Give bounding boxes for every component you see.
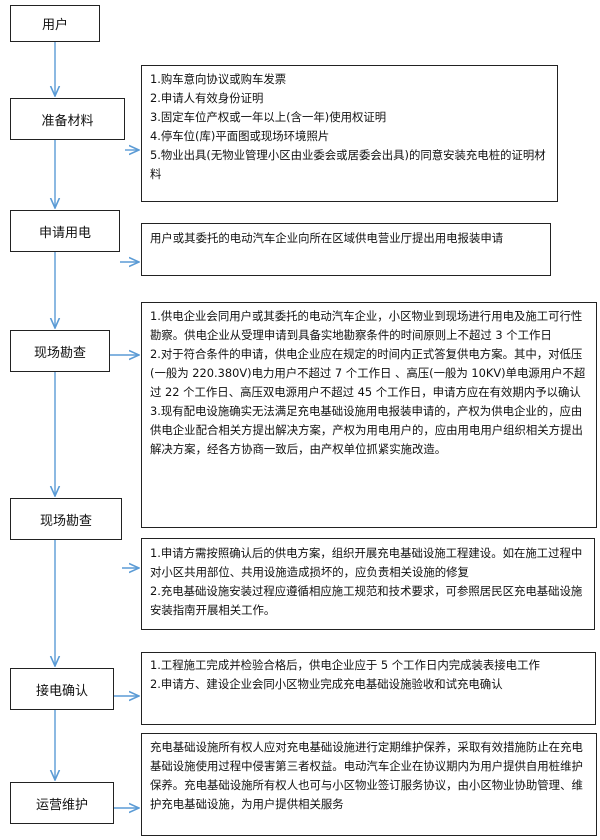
detail-site-survey-2: 1.申请方需按照确认后的供电方案，组织开展充电基础设施工程建设。如在施工过程中对… <box>141 538 595 630</box>
step-survey2-label: 现场勘查 <box>39 513 92 529</box>
step-connect-confirm: 接电确认 <box>10 668 114 710</box>
step-user: 用户 <box>10 5 100 42</box>
detail-site-survey-1: 1.供电企业会同用户或其委托的电动汽车企业，小区物业到现场进行用电及施工可行性勘… <box>141 302 597 528</box>
detail-item: 1.申请方需按照确认后的供电方案，组织开展充电基础设施工程建设。如在施工过程中对… <box>150 546 583 579</box>
detail-item: 3.现有配电设施确实无法满足充电基础设施用电报装申请的，产权为供电企业的，应由供… <box>150 404 583 456</box>
detail-item: 1.供电企业会同用户或其委托的电动汽车企业，小区物业到现场进行用电及施工可行性勘… <box>150 309 583 342</box>
step-site-survey-2: 现场勘查 <box>10 498 122 540</box>
detail-item: 1.工程施工完成并检验合格后，供电企业应于 5 个工作日内完成装表接电工作 <box>150 658 540 672</box>
step-prepare-materials: 准备材料 <box>10 98 125 140</box>
detail-prepare-materials: 1.购车意向协议或购车发票 2.申请人有效身份证明 3.固定车位产权或一年以上(… <box>141 65 558 202</box>
detail-item: 2.申请人有效身份证明 <box>150 91 264 105</box>
step-apply-label: 申请用电 <box>38 225 91 241</box>
detail-item: 2.申请方、建设企业会同小区物业完成充电基础设施验收和试充电确认 <box>150 677 503 691</box>
step-connect-label: 接电确认 <box>35 683 88 699</box>
step-survey1-label: 现场勘查 <box>33 345 86 361</box>
step-user-label: 用户 <box>41 18 68 33</box>
detail-item: 2.充电基础设施安装过程应遵循相应施工规范和技术要求，可参照居民区充电基础设施安… <box>150 584 583 617</box>
detail-item: 3.固定车位产权或一年以上(含一年)使用权证明 <box>150 110 387 124</box>
detail-item: 2.对于符合条件的申请，供电企业应在规定的时间内正式答复供电方案。其中，对低压(… <box>150 347 586 399</box>
step-prepare-label: 准备材料 <box>41 113 94 129</box>
detail-connect-confirm: 1.工程施工完成并检验合格后，供电企业应于 5 个工作日内完成装表接电工作 2.… <box>141 652 596 725</box>
detail-item: 1.购车意向协议或购车发票 <box>150 72 287 86</box>
detail-apply-electricity: 用户或其委托的电动汽车企业向所在区域供电营业厅提出用电报装申请 <box>141 223 551 276</box>
detail-operate-maintain: 充电基础设施所有权人应对充电基础设施进行定期维护保养，采取有效措施防止在充电基础… <box>141 733 597 836</box>
step-apply-electricity: 申请用电 <box>10 210 120 252</box>
step-site-survey-1: 现场勘查 <box>10 330 110 372</box>
detail-item: 5.物业出具(无物业管理小区由业委会或居委会出具)的同意安装充电桩的证明材料 <box>150 148 546 181</box>
detail-item: 充电基础设施所有权人应对充电基础设施进行定期维护保养，采取有效措施防止在充电基础… <box>150 740 583 811</box>
detail-item: 4.停车位(库)平面图或现场环境照片 <box>150 129 330 143</box>
detail-item: 用户或其委托的电动汽车企业向所在区域供电营业厅提出用电报装申请 <box>150 231 504 245</box>
step-operate-maintain: 运营维护 <box>10 782 114 824</box>
step-operate-label: 运营维护 <box>35 797 88 813</box>
